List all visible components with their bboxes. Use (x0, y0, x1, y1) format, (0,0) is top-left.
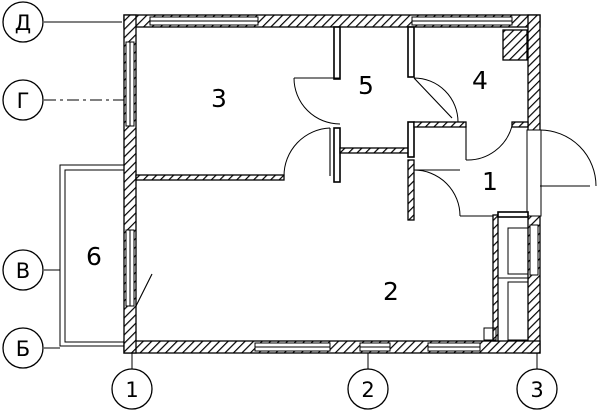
svg-text:3: 3 (530, 378, 543, 402)
room-number-6: 6 (86, 242, 102, 271)
svg-text:1: 1 (125, 378, 138, 402)
partition-room3-bottom (135, 174, 285, 181)
partition-room5-bottom (339, 147, 411, 154)
kitchen-equipment (483, 227, 529, 341)
door-room4 (413, 77, 453, 119)
ventilation-shaft (502, 29, 528, 61)
doors (135, 77, 597, 307)
partition-room4-bottom (413, 121, 467, 128)
room-number-4: 4 (472, 66, 488, 95)
svg-text:2: 2 (361, 378, 374, 402)
axis-markers-letters: Д Г В Б (2, 1, 44, 369)
room-number-5: 5 (358, 71, 374, 100)
axis-marker-3: 3 (516, 368, 558, 410)
svg-text:Б: Б (16, 337, 30, 361)
axis-grid-lines (44, 21, 538, 370)
svg-text:Д: Д (15, 11, 31, 35)
axis-markers-numbers: 1 2 3 (111, 368, 558, 410)
svg-text:В: В (16, 259, 30, 283)
axis-marker-v: В (2, 249, 44, 291)
interior-partitions (135, 26, 529, 342)
room-number-3: 3 (211, 84, 227, 113)
axis-marker-d: Д (2, 1, 44, 43)
svg-text:Г: Г (17, 89, 30, 113)
partition-room5-room4 (407, 26, 415, 78)
balcony (59, 164, 124, 347)
axis-marker-g: Г (2, 79, 44, 121)
room-number-2: 2 (383, 277, 399, 306)
axis-marker-1: 1 (111, 368, 153, 410)
room-labels: 1 2 3 4 5 6 (86, 66, 498, 306)
partition-room3-right (333, 26, 341, 80)
balcony-door (135, 273, 153, 307)
axis-marker-b: Б (2, 327, 44, 369)
room-number-1: 1 (482, 167, 498, 196)
axis-marker-2: 2 (347, 368, 389, 410)
window-openings (125, 16, 542, 352)
